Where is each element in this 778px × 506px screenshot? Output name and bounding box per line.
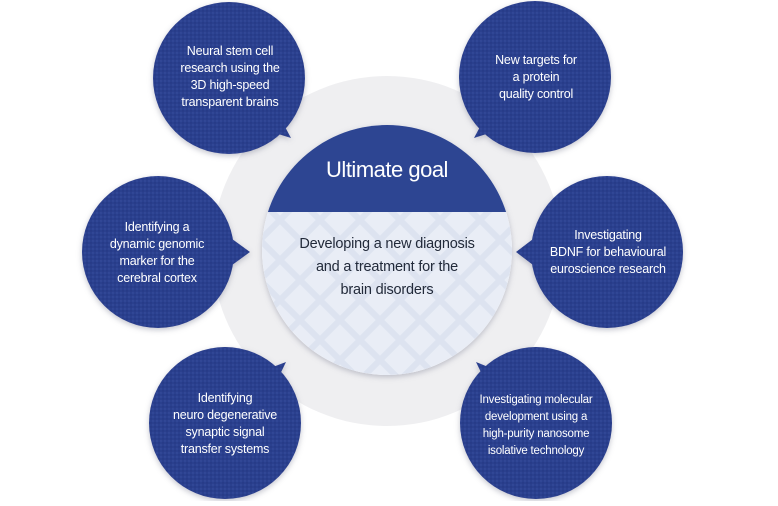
bubble-bottom-left [149,347,301,499]
bubble-line: Identifying [197,391,253,405]
bubble-line: Investigating [574,228,642,242]
bubble-top-left [153,2,305,154]
bubble-line: 3D high-speed [190,78,270,92]
bubble-line: isolative technology [487,445,585,457]
bubble-circle [531,176,683,328]
bubble-line: transfer systems [180,442,270,456]
bubble-line: transparent brains [181,95,279,109]
bubble-mid-right [516,176,683,328]
bubble-top-right-text: New targets for a protein quality contro… [466,52,606,103]
bubble-top-left-text: Neural stem cell research using the 3D h… [160,43,300,111]
bubble-circle [82,176,234,328]
bubble-line: a protein [512,70,560,84]
bubble-line: New targets for [495,53,577,67]
bubble-line: cerebral cortex [117,271,197,285]
bubble-line: Neural stem cell [186,44,274,58]
bubble-mid-left [82,176,250,328]
bubble-circle [153,2,305,154]
center-description-line: Developing a new diagnosis [299,236,475,252]
bubble-line: high-purity nanosome [482,428,590,440]
bubble-line: quality control [498,87,574,101]
bubble-line: marker for the [119,254,195,268]
center-description: Developing a new diagnosis and a treatme… [270,233,504,302]
bubble-circle [149,347,301,499]
bubble-line: euroscience research [550,262,666,276]
bubble-bottom-right [460,347,612,499]
bubble-line: Identifying a [124,220,190,234]
bubble-top-right [459,1,611,153]
bubble-mid-right-text: Investigating BDNF for behavioural euros… [533,227,683,278]
center-title: Ultimate goal [326,157,448,182]
center-description-line: brain disorders [340,282,434,298]
bubble-line: dynamic genomic [109,237,205,251]
bubble-line: development using a [484,411,588,423]
bubble-bottom-left-text: Identifying neuro degenerative synaptic … [155,390,295,458]
bubble-bottom-right-text: Investigating molecular development usin… [458,392,614,460]
bubble-line: BDNF for behavioural [549,245,667,259]
center-description-line: and a treatment for the [315,259,459,275]
bubble-line: synaptic signal [185,425,265,439]
bubble-mid-left-text: Identifying a dynamic genomic marker for… [87,219,227,287]
bubble-line: research using the [180,61,280,75]
bubble-line: Investigating molecular [479,394,593,406]
bubble-line: neuro degenerative [172,408,278,422]
bubble-circle [459,1,611,153]
bubble-circle [460,347,612,499]
